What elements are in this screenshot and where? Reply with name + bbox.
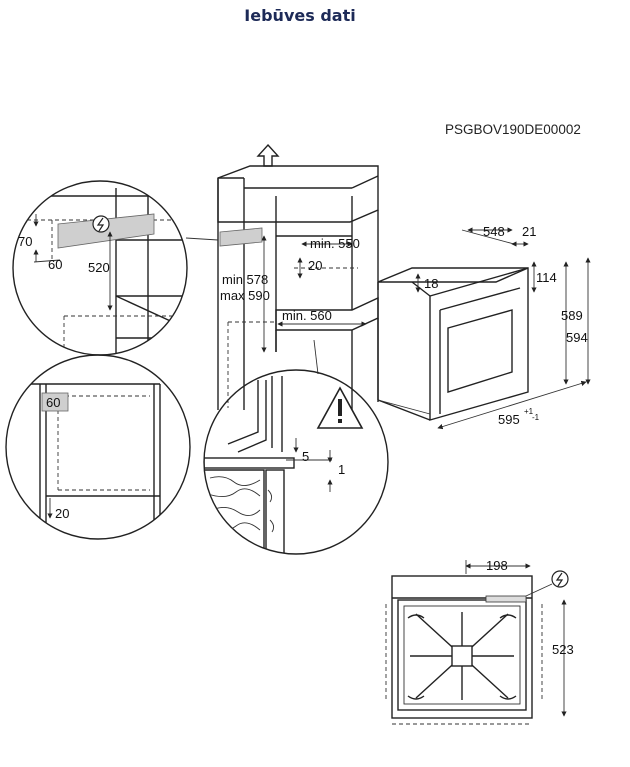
dim-595-tolerance-label: +1 — [524, 407, 534, 416]
power-supply-icon — [92, 215, 110, 233]
cabinet-drawing: min. 550 20 min 578 max 590 min. 560 — [185, 143, 379, 410]
dim-595-label: 595 — [498, 412, 520, 427]
drawing-code: PSGBOV190DE00002 — [445, 122, 581, 137]
dim-60-left-label: 60 — [46, 395, 60, 410]
dim-595-tolerance-minus-label: -1 — [532, 413, 540, 422]
detail-circle-center: 5 1 — [203, 369, 389, 555]
dim-20-label: 20 — [308, 258, 322, 273]
dim-589-label: 589 — [561, 308, 583, 323]
up-arrow-icon — [256, 143, 280, 167]
detail-circle-left: 60 20 — [5, 354, 191, 540]
power-supply-icon — [551, 570, 569, 588]
dim-114-label: 114 — [536, 270, 557, 285]
dim-1-label: 1 — [338, 462, 345, 477]
min-578-label: min 578 — [222, 272, 268, 287]
oven-drawing: 548 21 18 114 589 594 595 +1 -1 — [377, 224, 591, 430]
warning-icon — [316, 386, 364, 429]
dim-18-label: 18 — [424, 276, 438, 291]
detail-circle-top: 70 60 520 — [12, 180, 188, 356]
dim-21-label: 21 — [522, 224, 536, 239]
oven-top-view: 198 523 — [385, 558, 574, 725]
min-550-label: min. 550 — [310, 236, 360, 251]
dim-548-label: 548 — [483, 224, 505, 239]
dim-523-label: 523 — [552, 642, 574, 657]
dim-520-label: 520 — [88, 260, 110, 275]
dim-70-label: 70 — [18, 234, 32, 249]
min-560-label: min. 560 — [282, 308, 332, 323]
dim-60-label: 60 — [48, 257, 62, 272]
dim-594-label: 594 — [566, 330, 588, 345]
dim-198-label: 198 — [486, 558, 508, 573]
dim-20-left-label: 20 — [55, 506, 69, 521]
page-title: Iebūves dati — [244, 6, 356, 25]
max-590-label: max 590 — [220, 288, 270, 303]
dim-5-label: 5 — [302, 449, 309, 464]
